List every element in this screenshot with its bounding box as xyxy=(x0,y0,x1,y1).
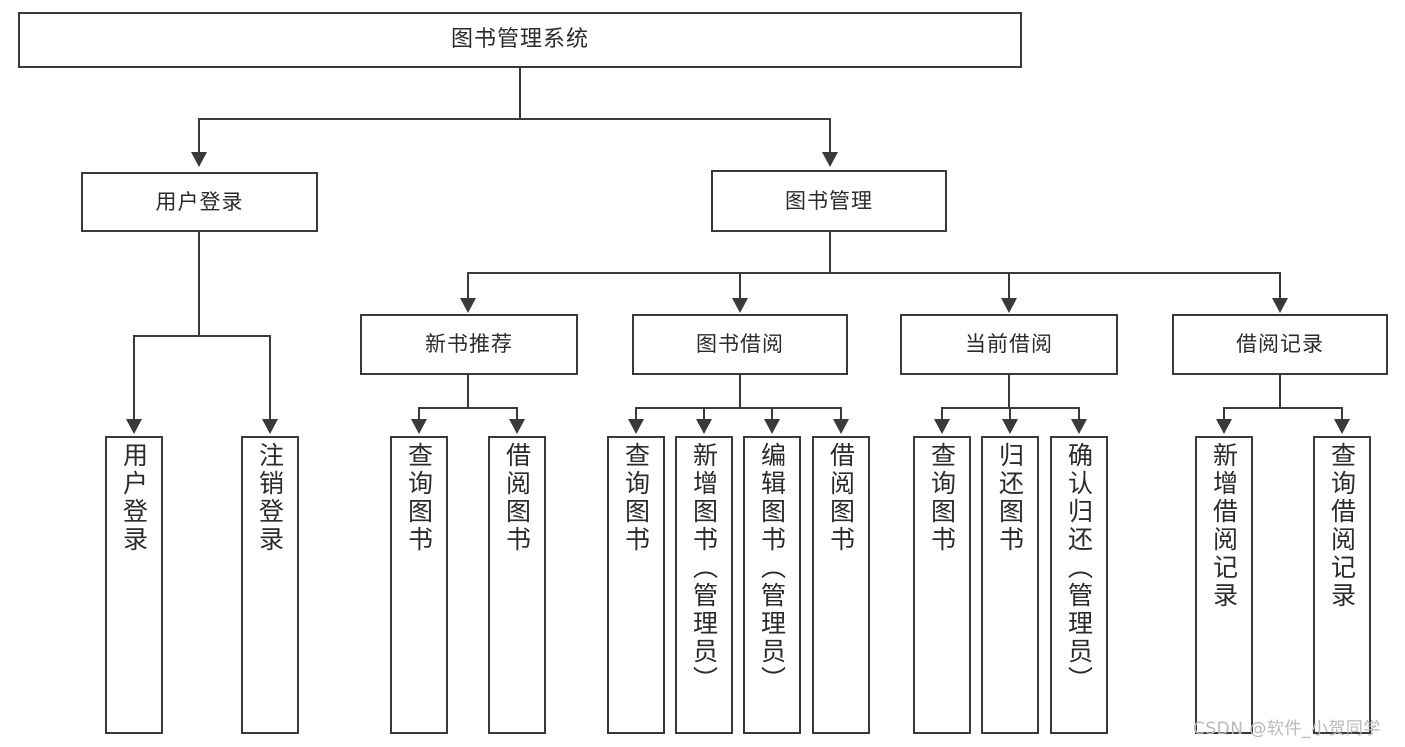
node-book-manage[interactable]: 图书管理 xyxy=(711,170,947,232)
connector-current-borrow-leaf-2 xyxy=(1078,407,1080,421)
connector-book-borrow-bus xyxy=(635,407,841,409)
leaf-borrow-record-0[interactable]: 新增借阅记录 xyxy=(1195,436,1253,734)
connector-user-login-stem xyxy=(198,232,200,337)
connector-borrow-record-stem xyxy=(1279,375,1281,409)
node-user-login[interactable]: 用户登录 xyxy=(81,172,318,232)
connector-borrow-record-leaf-1 xyxy=(1341,407,1343,421)
leaf-book-borrow-1[interactable]: 新增图书（管理员） xyxy=(675,436,733,734)
connector-new-book-bus xyxy=(418,407,517,409)
connector-book-borrow-leaf-1 xyxy=(703,407,705,421)
arrow-to-book-borrow xyxy=(732,298,748,313)
leaf-user-login-1[interactable]: 注销登录 xyxy=(241,436,299,734)
arrow-new-book-leaf-0 xyxy=(411,419,427,434)
leaf-borrow-record-1[interactable]: 查询借阅记录 xyxy=(1313,436,1371,734)
arrow-current-borrow-leaf-1 xyxy=(1002,419,1018,434)
leaf-current-borrow-2-label: 确认归还（管理员） xyxy=(1064,442,1094,694)
leaf-user-login-0-label: 用户登录 xyxy=(119,442,149,554)
connector-to-new-book xyxy=(467,272,469,300)
connector-book-borrow-leaf-0 xyxy=(635,407,637,421)
connector-root-to-user-login xyxy=(198,118,200,154)
connector-new-book-leaf-0 xyxy=(418,407,420,421)
leaf-book-borrow-0-label: 查询图书 xyxy=(621,442,651,554)
leaf-book-borrow-3[interactable]: 借阅图书 xyxy=(812,436,870,734)
leaf-new-book-0[interactable]: 查询图书 xyxy=(390,436,448,734)
arrow-root-to-user-login xyxy=(191,152,207,167)
leaf-borrow-record-1-label: 查询借阅记录 xyxy=(1327,442,1357,610)
arrow-to-new-book xyxy=(460,298,476,313)
node-borrow-record-label: 借阅记录 xyxy=(1236,332,1324,357)
arrow-book-borrow-leaf-1 xyxy=(696,419,712,434)
arrow-current-borrow-leaf-0 xyxy=(934,419,950,434)
connector-book-borrow-leaf-2 xyxy=(771,407,773,421)
connector-current-borrow-leaf-0 xyxy=(941,407,943,421)
connector-to-book-borrow xyxy=(739,272,741,300)
connector-to-borrow-record xyxy=(1279,272,1281,300)
connector-user-login-bus xyxy=(133,335,270,337)
node-root-system[interactable]: 图书管理系统 xyxy=(18,12,1022,68)
connector-root-to-book-manage xyxy=(829,118,831,154)
arrow-user-login-leaf-1 xyxy=(262,419,278,434)
arrow-to-current-borrow xyxy=(1001,298,1017,313)
connector-borrow-record-leaf-0 xyxy=(1223,407,1225,421)
connector-book-manage-stem xyxy=(829,232,831,274)
leaf-new-book-1-label: 借阅图书 xyxy=(502,442,532,554)
arrow-to-borrow-record xyxy=(1272,298,1288,313)
arrow-root-to-book-manage xyxy=(822,152,838,167)
leaf-borrow-record-0-label: 新增借阅记录 xyxy=(1209,442,1239,610)
arrow-book-borrow-leaf-0 xyxy=(628,419,644,434)
leaf-book-borrow-3-label: 借阅图书 xyxy=(826,442,856,554)
leaf-new-book-0-label: 查询图书 xyxy=(404,442,434,554)
connector-book-borrow-leaf-3 xyxy=(840,407,842,421)
leaf-current-borrow-1[interactable]: 归还图书 xyxy=(981,436,1039,734)
connector-root-stem xyxy=(519,68,521,120)
leaf-current-borrow-0-label: 查询图书 xyxy=(927,442,957,554)
node-root-system-label: 图书管理系统 xyxy=(450,27,589,53)
connector-new-book-stem xyxy=(467,375,469,409)
csdn-watermark: CSDN @软件_小贺同学 xyxy=(1193,719,1381,739)
connector-new-book-leaf-1 xyxy=(516,407,518,421)
arrow-borrow-record-leaf-0 xyxy=(1216,419,1232,434)
connector-borrow-record-bus xyxy=(1223,407,1343,409)
node-book-borrow-label: 图书借阅 xyxy=(696,332,784,357)
arrow-user-login-leaf-0 xyxy=(126,419,142,434)
node-new-book-recommend[interactable]: 新书推荐 xyxy=(360,314,578,375)
arrow-book-borrow-leaf-2 xyxy=(764,419,780,434)
arrow-current-borrow-leaf-2 xyxy=(1071,419,1087,434)
connector-user-login-leaf-0 xyxy=(133,335,135,421)
node-book-borrow[interactable]: 图书借阅 xyxy=(632,314,848,375)
connector-current-borrow-leaf-1 xyxy=(1009,407,1011,421)
leaf-book-borrow-2[interactable]: 编辑图书（管理员） xyxy=(743,436,801,734)
leaf-user-login-0[interactable]: 用户登录 xyxy=(105,436,163,734)
leaf-current-borrow-1-label: 归还图书 xyxy=(995,442,1025,554)
leaf-book-borrow-1-label: 新增图书（管理员） xyxy=(689,442,719,694)
arrow-borrow-record-leaf-1 xyxy=(1334,419,1350,434)
connector-to-current-borrow xyxy=(1008,272,1010,300)
arrow-book-borrow-leaf-3 xyxy=(833,419,849,434)
connector-current-borrow-stem xyxy=(1008,375,1010,409)
leaf-new-book-1[interactable]: 借阅图书 xyxy=(488,436,546,734)
connector-book-borrow-stem xyxy=(739,375,741,409)
leaf-book-borrow-0[interactable]: 查询图书 xyxy=(607,436,665,734)
node-user-login-label: 用户登录 xyxy=(155,189,244,214)
leaf-book-borrow-2-label: 编辑图书（管理员） xyxy=(757,442,787,694)
node-current-borrow[interactable]: 当前借阅 xyxy=(900,314,1118,375)
node-book-manage-label: 图书管理 xyxy=(785,188,873,213)
connector-root-bus xyxy=(198,118,830,120)
node-borrow-record[interactable]: 借阅记录 xyxy=(1172,314,1388,375)
node-current-borrow-label: 当前借阅 xyxy=(965,332,1053,357)
connector-user-login-leaf-1 xyxy=(269,335,271,421)
arrow-new-book-leaf-1 xyxy=(509,419,525,434)
leaf-current-borrow-2[interactable]: 确认归还（管理员） xyxy=(1050,436,1108,734)
leaf-current-borrow-0[interactable]: 查询图书 xyxy=(913,436,971,734)
node-new-book-recommend-label: 新书推荐 xyxy=(425,332,513,357)
leaf-user-login-1-label: 注销登录 xyxy=(255,442,285,554)
connector-book-manage-bus xyxy=(467,272,1280,274)
